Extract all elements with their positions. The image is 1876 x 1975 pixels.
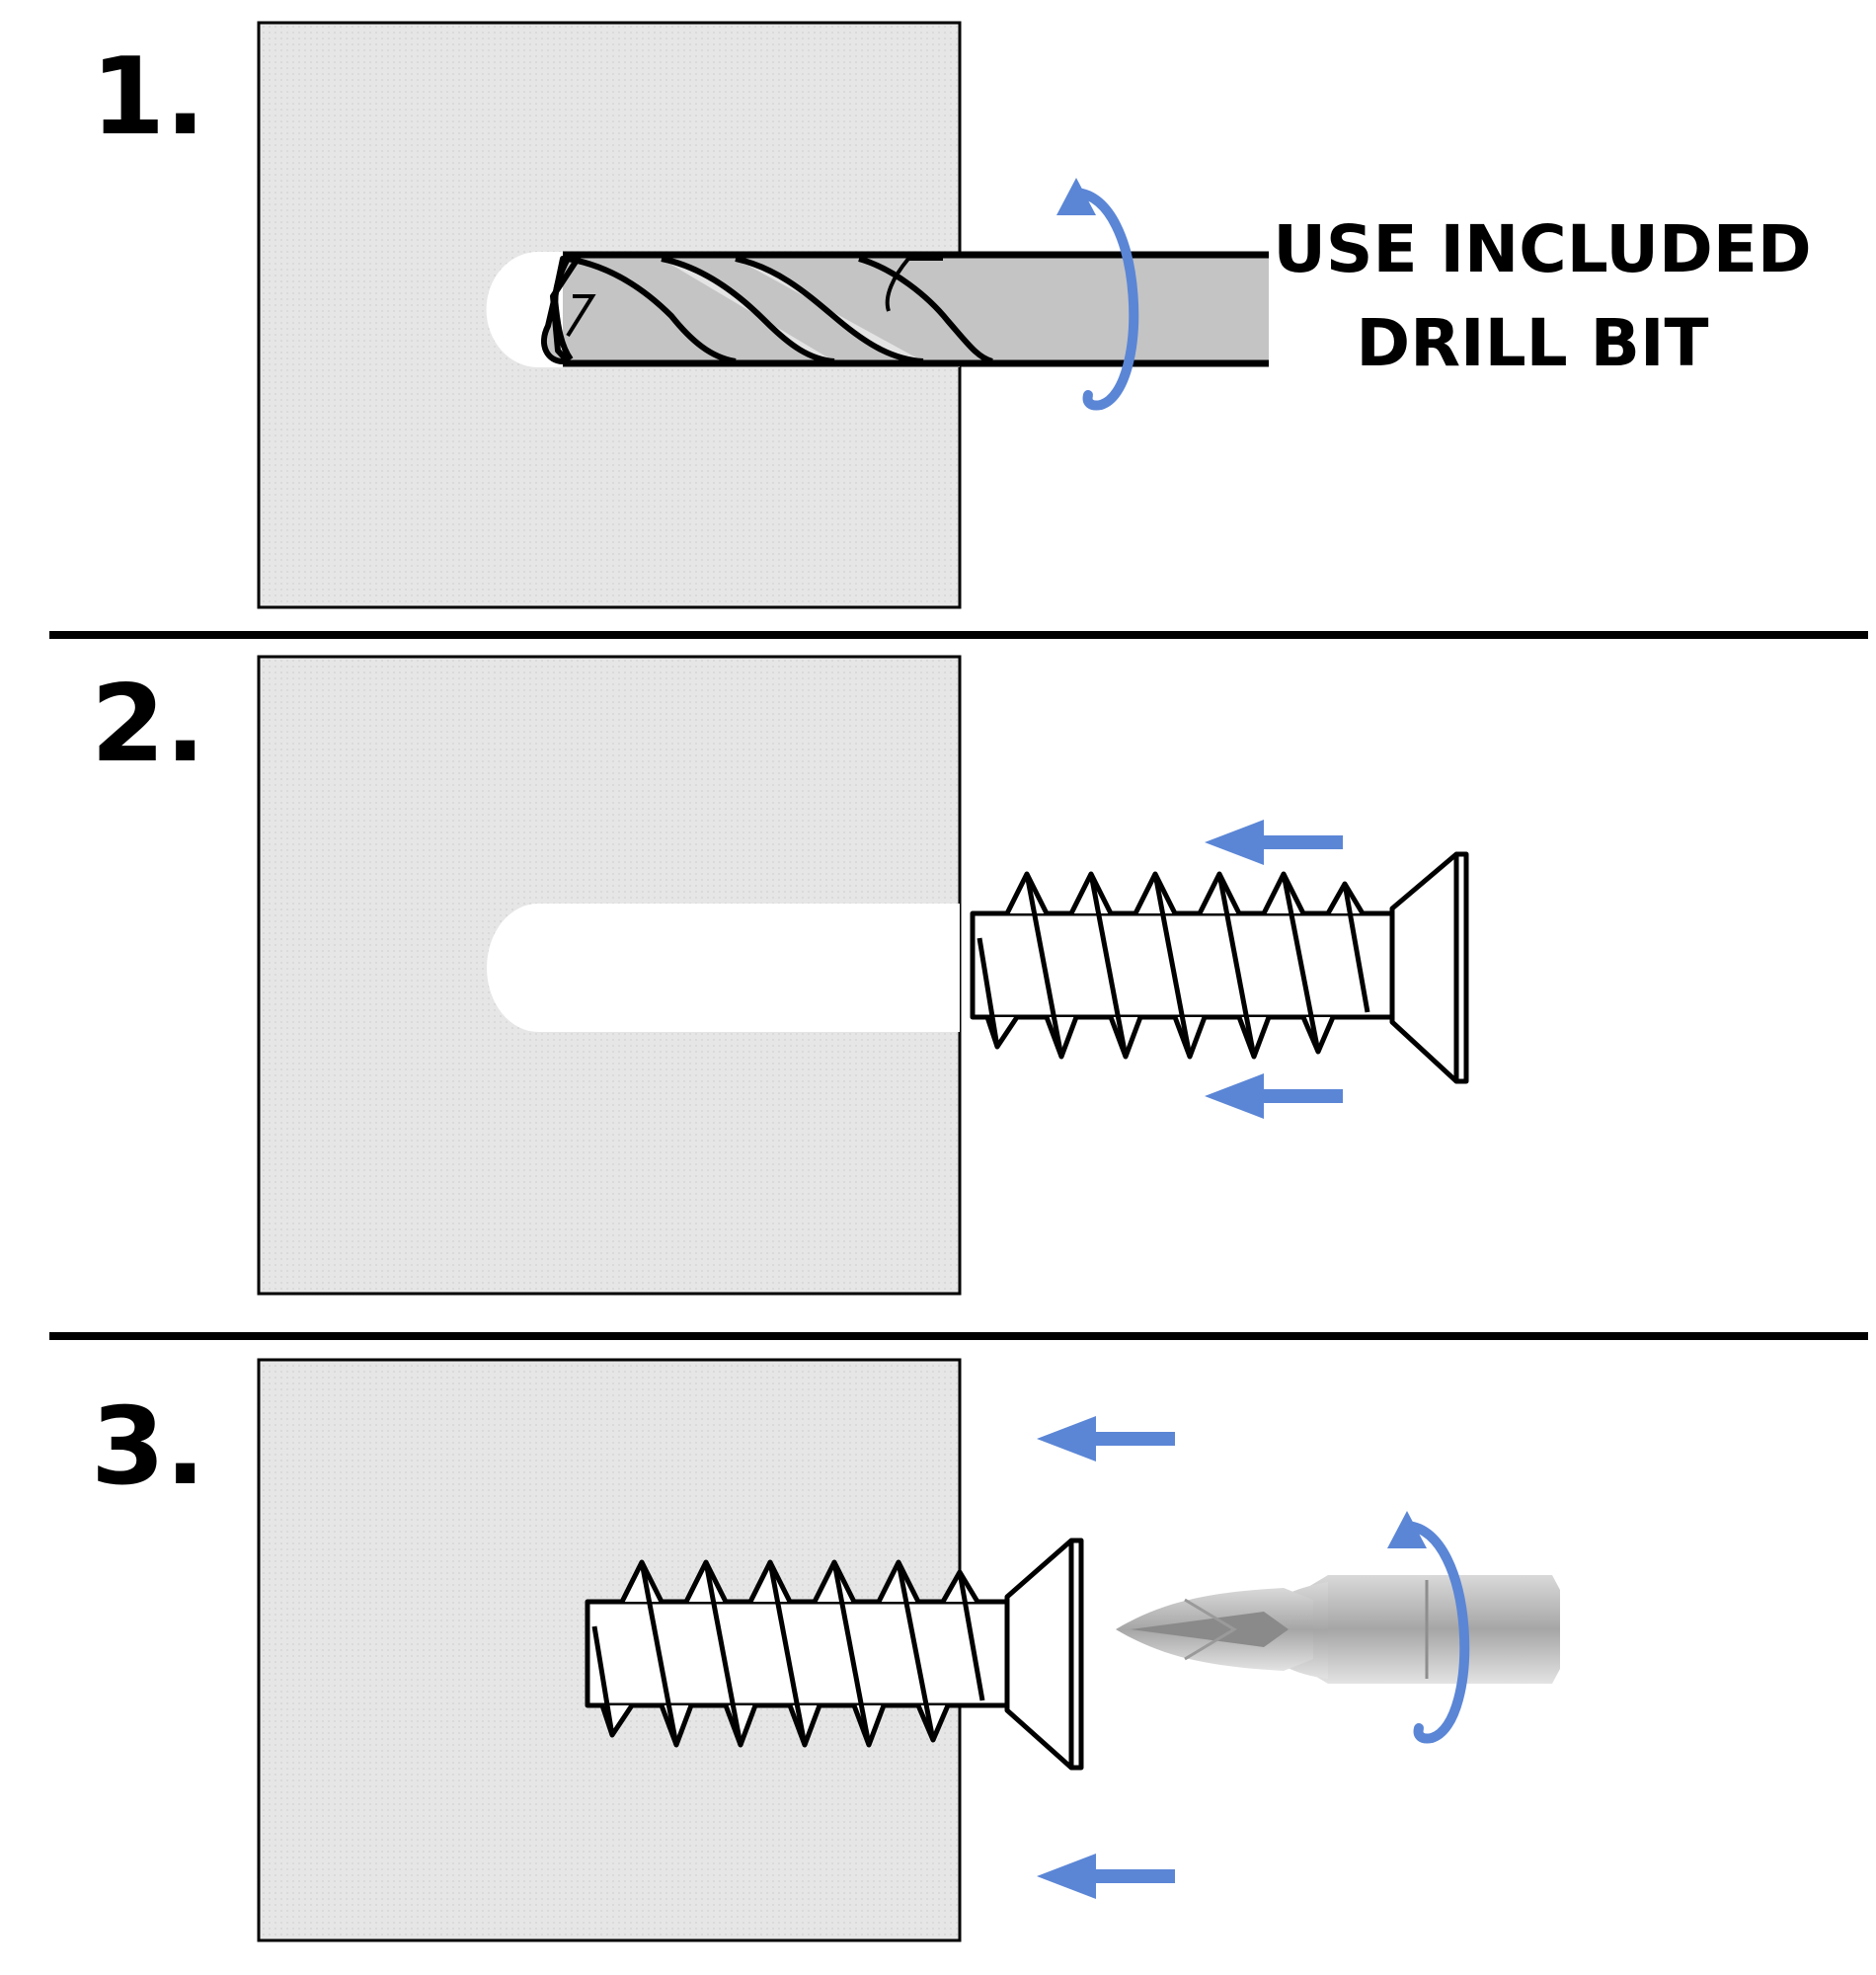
screw-icon (585, 1538, 1084, 1771)
screwdriver-bit-icon (1116, 1575, 1560, 1684)
step-1-number: 1. (91, 36, 205, 159)
push-arrow-icon (1037, 1416, 1175, 1899)
caption-line-1: USE INCLUDED (1273, 211, 1811, 287)
step-3: 3. (91, 1358, 1560, 1942)
push-arrow-icon (1205, 820, 1343, 1119)
screw-icon (970, 851, 1469, 1084)
step-2-number: 2. (91, 663, 205, 786)
caption-line-2: DRILL BIT (1356, 305, 1708, 381)
drill-bit-icon (541, 251, 1269, 367)
rotation-arrow-icon (1056, 178, 1139, 411)
step-1: 1. USE INCLUDED DRILL BI (91, 21, 1812, 609)
drilled-hole-2 (487, 904, 960, 1032)
rotation-arrow-icon (1387, 1511, 1470, 1744)
step-3-number: 3. (91, 1385, 205, 1509)
step-2: 2. (91, 655, 1469, 1296)
